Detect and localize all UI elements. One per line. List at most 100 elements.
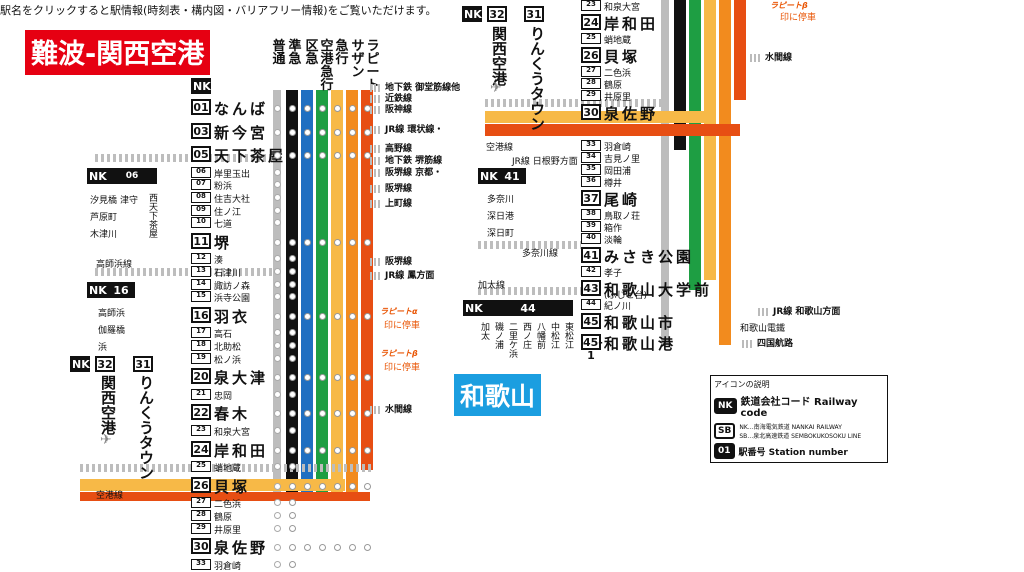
station-name[interactable]: 羽倉崎 — [604, 143, 632, 153]
station-name[interactable]: 春木 — [214, 405, 251, 424]
station-name[interactable]: 岸和田 — [604, 15, 659, 33]
transfer-label[interactable]: JR線 鳳方面 — [385, 271, 435, 281]
station-number: 28 — [191, 510, 211, 521]
stop-dot — [289, 255, 296, 263]
station-name[interactable]: 井原里 — [214, 525, 242, 536]
station-name[interactable]: 岡田浦 — [604, 167, 632, 177]
station-name[interactable]: 新今宮 — [214, 123, 269, 142]
transfer-label[interactable]: 近鉄線 — [385, 94, 413, 104]
branch-station-name[interactable]: 深日港 — [487, 212, 515, 222]
branch-station-name[interactable]: 浜 — [98, 343, 108, 353]
legend-nk: NK…南海電気鉄道 NANKAI RAILWAY — [739, 424, 842, 431]
station-name[interactable]: 蛸地蔵 — [214, 464, 242, 475]
station-name[interactable]: 蛸地蔵 — [604, 36, 632, 46]
station-name[interactable]: 天下茶屋 — [214, 147, 287, 166]
station-name[interactable]: 粉浜 — [214, 182, 233, 193]
branch-station-name[interactable]: 東松江 — [563, 322, 573, 349]
branch-station-name[interactable]: 伽羅橋 — [98, 326, 126, 336]
transfer-label[interactable]: 地下鉄 堺筋線 — [385, 156, 443, 166]
transfer-label[interactable]: 地下鉄 御堂筋線他 — [385, 83, 461, 93]
station-name[interactable]: 和歌山大学前 — [604, 281, 713, 299]
station-name[interactable]: 和歌山港 — [604, 335, 677, 353]
branch-station-name[interactable]: 磯ノ浦 — [493, 322, 503, 349]
station-name[interactable]: 鳥取ノ荘 — [604, 212, 641, 222]
transfer-label[interactable]: 四国航路 — [757, 339, 794, 349]
station-name[interactable]: 七道 — [214, 220, 233, 231]
transfer-label[interactable]: 阪堺線 — [385, 184, 413, 194]
station-name[interactable]: 湊 — [214, 256, 224, 267]
transfer-label[interactable]: JR線 和歌山方面 — [773, 307, 841, 317]
station-name[interactable]: 泉大津 — [214, 369, 269, 388]
station-name[interactable]: 淡輪 — [604, 236, 623, 246]
branch-station-name[interactable]: 中松江 — [549, 322, 559, 349]
station-number: 01 — [191, 99, 211, 115]
station-name[interactable]: 吉見ノ里 — [604, 155, 641, 165]
station-name[interactable]: 泉佐野 — [604, 105, 659, 123]
station-name[interactable]: 井原里 — [604, 93, 632, 103]
transfer-label[interactable]: 水間線 — [385, 405, 413, 415]
station-name[interactable]: 岸和田 — [214, 441, 269, 460]
station-name[interactable]: 二色浜 — [604, 69, 632, 79]
station-name[interactable]: 鶴原 — [214, 513, 233, 523]
transfer-hineno-jr[interactable]: JR線 日根野方面 — [512, 157, 578, 167]
station-name[interactable]: 泉佐野 — [214, 539, 269, 558]
station-name[interactable]: 樽井 — [604, 179, 623, 189]
transfer-label[interactable]: 高野線 — [385, 144, 413, 154]
station-name[interactable]: 孝子 — [604, 269, 623, 279]
station-name[interactable]: 和泉大宮 — [214, 428, 251, 438]
station-name[interactable]: 貝塚 — [214, 477, 251, 496]
station-name[interactable]: 諏訪ノ森 — [214, 281, 251, 292]
station-name[interactable]: 堺 — [214, 233, 233, 252]
station-name[interactable]: 岸里玉出 — [214, 169, 251, 180]
station-name-kansai-airport[interactable]: 関西空港 — [99, 375, 117, 435]
station-name[interactable]: 尾崎 — [604, 191, 641, 209]
branch-station-name[interactable]: 八幡前 — [535, 322, 545, 349]
station-name[interactable]: 二色浜 — [214, 500, 242, 511]
branch-station-name[interactable]: 芦原町 — [90, 213, 118, 223]
station-name[interactable]: 忠岡 — [214, 391, 233, 402]
transfer-label[interactable]: 阪神線 — [385, 105, 413, 115]
station-name[interactable]: 鶴原 — [604, 81, 623, 91]
station-name[interactable]: 紀ノ川 — [604, 302, 632, 312]
rapit-stop-note: 印に停車 — [384, 321, 421, 331]
station-name[interactable]: 松ノ浜 — [214, 355, 242, 366]
station-name[interactable]: 羽倉崎 — [214, 561, 242, 572]
branch-station-name[interactable]: 汐見橋 — [90, 196, 118, 206]
station-number: 15 — [191, 291, 211, 303]
stop-dot — [349, 410, 356, 418]
station-name[interactable]: なんば — [214, 100, 269, 118]
branch-station-name[interactable]: 津守 — [120, 196, 139, 206]
transfer-label[interactable]: 阪堺線 京都・ — [385, 168, 443, 178]
station-name[interactable]: 羽衣 — [214, 307, 251, 326]
station-name[interactable]: 和歌山市 — [604, 314, 677, 332]
station-name-rinku-town[interactable]: りんくうタウン — [528, 26, 546, 131]
station-name[interactable]: 和泉大宮 — [604, 3, 641, 13]
branch-station-name[interactable]: 深日町 — [487, 229, 515, 239]
branch-station-name[interactable]: 高師浜 — [98, 309, 126, 319]
station-name[interactable]: みさき公園 — [604, 248, 695, 266]
branch-station-name[interactable]: 二里ケ浜 — [507, 322, 517, 358]
transfer-label[interactable]: JR線 環状線・ — [385, 125, 444, 135]
station-name[interactable]: 石津川 — [214, 269, 242, 279]
transfer-label[interactable]: 上町線 — [385, 199, 413, 209]
stop-dot — [304, 312, 311, 320]
branch-station-name[interactable]: 加太 — [479, 322, 489, 340]
station-name[interactable]: 北助松 — [214, 343, 242, 353]
branch-station-name[interactable]: 多奈川 — [487, 195, 515, 205]
station-name-rinku-town[interactable]: りんくうタウン — [137, 375, 155, 480]
branch-station-name[interactable]: 木津川 — [90, 230, 118, 240]
branch-station-name[interactable]: 西ノ庄 — [521, 322, 531, 349]
station-name[interactable]: 貝塚 — [604, 48, 641, 66]
station-name-kansai-airport[interactable]: 関西空港 — [490, 26, 508, 86]
station-name[interactable]: 住ノ江 — [214, 207, 242, 218]
transfer-label[interactable]: 阪堺線 — [385, 257, 413, 267]
station-name[interactable]: 住吉大社 — [214, 195, 251, 205]
station-name[interactable]: 高石 — [214, 330, 233, 341]
stop-dot — [289, 238, 296, 246]
transfer-label[interactable]: 水間線 — [765, 53, 793, 63]
transfer-wakayama-dentetsu[interactable]: 和歌山電鐵 — [740, 324, 786, 334]
station-name[interactable]: 箱作 — [604, 224, 623, 234]
branch-station-name[interactable]: 西天下茶屋 — [147, 193, 157, 238]
branch-station-number: 44 — [483, 300, 573, 316]
station-name[interactable]: 浜寺公園 — [214, 294, 251, 305]
